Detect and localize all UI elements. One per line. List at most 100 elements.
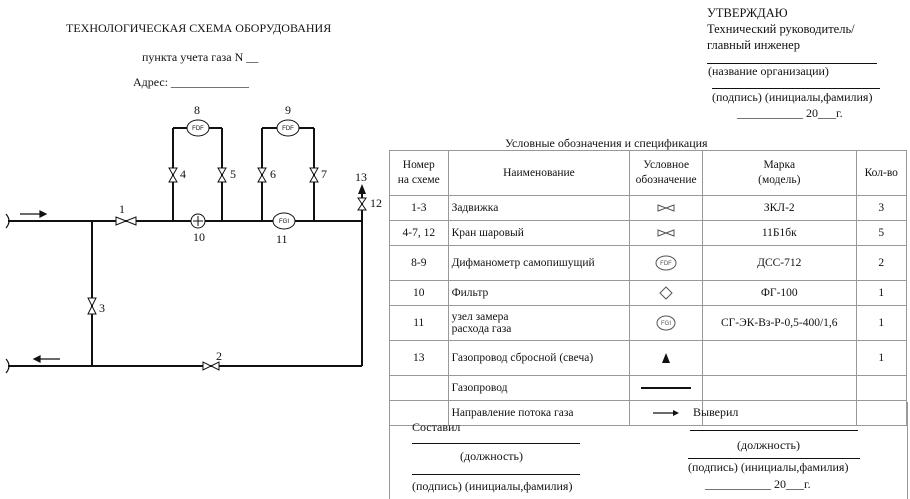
cell-qty: 1 bbox=[855, 305, 907, 341]
cell-num: 4-7, 12 bbox=[389, 220, 449, 246]
cell-num: 10 bbox=[389, 280, 449, 306]
table-row: 1-3 Задвижка ЗКЛ-2 3 bbox=[389, 195, 907, 221]
pipe-end-icon bbox=[5, 358, 10, 374]
vent-candle-icon bbox=[662, 353, 671, 364]
approval-sign-line bbox=[712, 88, 880, 89]
label-13: 13 bbox=[355, 170, 367, 184]
composed-sign-line bbox=[412, 474, 580, 475]
header-qty: Кол-во bbox=[855, 150, 907, 196]
valve-gate-icon bbox=[87, 304, 97, 315]
cell-qty: 3 bbox=[855, 195, 907, 221]
table-row: 4-7, 12 Кран шаровый 11Б1бк 5 bbox=[389, 220, 907, 246]
label-5: 5 bbox=[230, 167, 236, 181]
cell-model: СГ-ЭК-Вз-Р-0,5-400/1,6 bbox=[702, 305, 857, 341]
cell-name: Задвижка bbox=[447, 195, 631, 221]
approval-role: Технический руководитель/ bbox=[707, 22, 855, 36]
cell-symbol bbox=[629, 220, 704, 246]
cell-qty: 2 bbox=[855, 245, 907, 281]
cell-name: Фильтр bbox=[447, 280, 631, 306]
label-7: 7 bbox=[321, 167, 327, 181]
cell-symbol bbox=[629, 195, 704, 221]
ball-valve-icon bbox=[309, 167, 319, 177]
flow-arrow-icon bbox=[32, 355, 41, 363]
valve-gate-icon bbox=[124, 216, 137, 226]
label-1: 1 bbox=[119, 202, 125, 216]
cell-name: Направление потока газа bbox=[447, 400, 631, 426]
meter-text: FGI bbox=[279, 219, 289, 225]
ball-valve-icon bbox=[657, 229, 675, 238]
gauge-8-text: FDF bbox=[192, 126, 204, 132]
cell-qty bbox=[855, 375, 907, 401]
label-10: 10 bbox=[193, 230, 205, 244]
cell-model: 11Б1бк bbox=[702, 220, 857, 246]
valve-gate-icon bbox=[202, 361, 213, 371]
ball-valve-icon bbox=[168, 173, 178, 183]
approval-sign-caption: (подпись) (инициалы,фамилия) bbox=[712, 90, 873, 104]
label-12: 12 bbox=[370, 196, 382, 210]
address-line: Адрес: _____________ bbox=[133, 75, 250, 89]
approval-date: ___________ 20___г. bbox=[737, 106, 843, 120]
subtitle: пункта учета газа N __ bbox=[142, 50, 259, 64]
gauge-icon bbox=[276, 119, 300, 137]
cell-qty: 5 bbox=[855, 220, 907, 246]
cell-num: 13 bbox=[389, 340, 449, 376]
cell-num: 8-9 bbox=[389, 245, 449, 281]
org-name-line bbox=[707, 63, 877, 64]
table-row: Направление потока газа bbox=[389, 400, 907, 426]
composed-position-caption: (должность) bbox=[460, 449, 523, 463]
label-8: 8 bbox=[194, 103, 200, 117]
cell-model bbox=[702, 340, 857, 376]
ball-valve-icon bbox=[257, 173, 267, 183]
table-row: 8-9 Дифманометр самопишущий FDF ДСС-712 … bbox=[389, 245, 907, 281]
vent-candle-icon bbox=[358, 184, 366, 194]
valve-gate-icon bbox=[657, 204, 675, 213]
label-9: 9 bbox=[285, 103, 291, 117]
label-11: 11 bbox=[276, 232, 288, 246]
header-name: Наименование bbox=[447, 150, 631, 196]
table-row: Газопровод bbox=[389, 375, 907, 401]
pipeline-line-icon bbox=[641, 387, 692, 390]
ball-valve-icon bbox=[257, 167, 267, 177]
table-row: 13 Газопровод сбросной (свеча) 1 bbox=[389, 340, 907, 376]
checked-sign-line bbox=[688, 458, 860, 459]
cell-model bbox=[702, 375, 857, 401]
label-3: 3 bbox=[99, 301, 105, 315]
svg-text:FGI: FGI bbox=[661, 321, 671, 327]
valve-gate-icon bbox=[87, 297, 97, 308]
filter-icon bbox=[659, 286, 673, 300]
ball-valve-icon bbox=[357, 197, 367, 205]
cell-model bbox=[702, 400, 857, 426]
cell-model: ФГ-100 bbox=[702, 280, 857, 306]
meter-icon bbox=[272, 212, 296, 230]
cell-num: 11 bbox=[389, 305, 449, 341]
ball-valve-icon bbox=[357, 203, 367, 211]
checked-label: Выверил bbox=[693, 405, 739, 419]
cell-name: Газопровод сбросной (свеча) bbox=[447, 340, 631, 376]
cell-qty: 1 bbox=[855, 340, 907, 376]
cell-qty: 1 bbox=[855, 280, 907, 306]
approval-role-2: главный инженер bbox=[707, 38, 800, 52]
cell-name: Кран шаровый bbox=[447, 220, 631, 246]
svg-text:FDF: FDF bbox=[660, 261, 672, 267]
gauge-9-text: FDF bbox=[282, 126, 294, 132]
valve-gate-icon bbox=[209, 361, 220, 371]
header-model: Марка(модель) bbox=[702, 150, 857, 196]
ball-valve-icon bbox=[168, 167, 178, 177]
cell-model: ЗКЛ-2 bbox=[702, 195, 857, 221]
signature-frame bbox=[389, 402, 908, 499]
cell-symbol bbox=[629, 340, 704, 376]
cell-symbol bbox=[629, 375, 704, 401]
meter-icon: FGI bbox=[656, 315, 676, 331]
composed-sign-caption: (подпись) (инициалы,фамилия) bbox=[412, 479, 573, 493]
flow-arrow-icon bbox=[653, 410, 680, 417]
spec-title: Условные обозначения и спецификация bbox=[505, 136, 708, 150]
schema-title: ТЕХНОЛОГИЧЕСКАЯ СХЕМА ОБОРУДОВАНИЯ bbox=[66, 21, 332, 35]
org-name-caption: (название организации) bbox=[708, 64, 829, 78]
cell-name: Газопровод bbox=[447, 375, 631, 401]
checked-position-line bbox=[690, 430, 858, 431]
checked-sign-caption: (подпись) (инициалы,фамилия) bbox=[688, 460, 849, 474]
label-4: 4 bbox=[180, 167, 186, 181]
flow-arrow-icon bbox=[39, 210, 48, 218]
process-schematic: FDF FDF FGI 1 2 3 4 5 6 7 8 9 10 11 12 1… bbox=[5, 103, 382, 374]
